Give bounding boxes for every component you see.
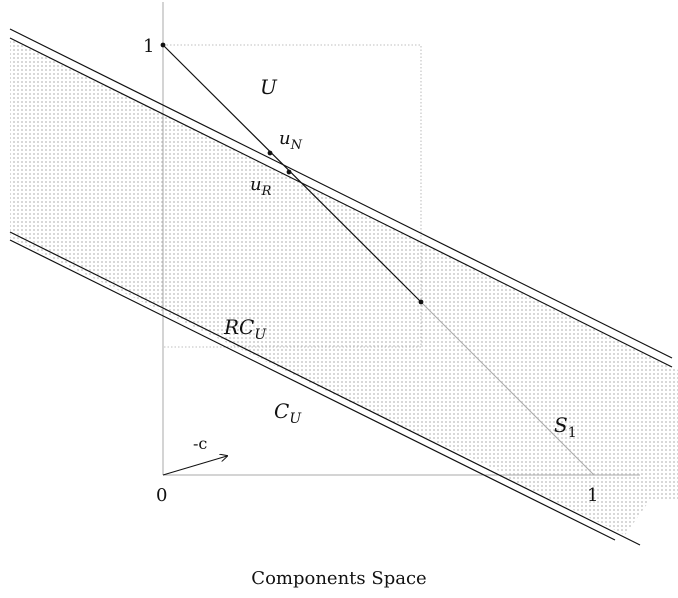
point-u-r	[286, 169, 292, 175]
lower-line-outer	[9, 231, 641, 546]
u-n-label: uN	[279, 128, 303, 153]
minus-c-label: -c	[193, 434, 207, 453]
upper-line-inner	[9, 37, 673, 368]
figure-caption: Components Space	[251, 568, 427, 589]
point-corner	[418, 299, 424, 305]
y-tick-label: 1	[143, 36, 154, 57]
s1-sub: 1	[568, 425, 577, 441]
region-u-label: U	[260, 75, 278, 99]
lower-line-inner	[9, 239, 616, 541]
c-u-sub: U	[289, 411, 302, 427]
u-r-sub: R	[261, 184, 272, 199]
c-u-label: CU	[274, 399, 302, 427]
u-n-sub: N	[290, 138, 303, 153]
rc-u-label: RCU	[223, 315, 267, 343]
u-n-main: u	[279, 128, 291, 149]
s1-main: S	[554, 413, 568, 437]
x-tick-label: 1	[587, 485, 598, 506]
segment-main	[162, 44, 422, 303]
minus-c-vector	[162, 456, 227, 476]
upper-line-outer	[9, 28, 673, 359]
origin-label: 0	[156, 485, 167, 506]
u-r-label: uR	[250, 174, 272, 199]
segment-s1	[420, 301, 595, 476]
point-0-1	[160, 42, 166, 48]
c-u-main: C	[274, 399, 289, 423]
rc-u-sub: U	[254, 327, 267, 343]
u-r-main: u	[250, 174, 262, 195]
point-u-n	[267, 150, 273, 156]
c-u-region	[163, 318, 508, 475]
dotted-region	[10, 38, 678, 535]
rc-u-main: RC	[223, 315, 254, 339]
s1-label: S1	[554, 413, 577, 441]
